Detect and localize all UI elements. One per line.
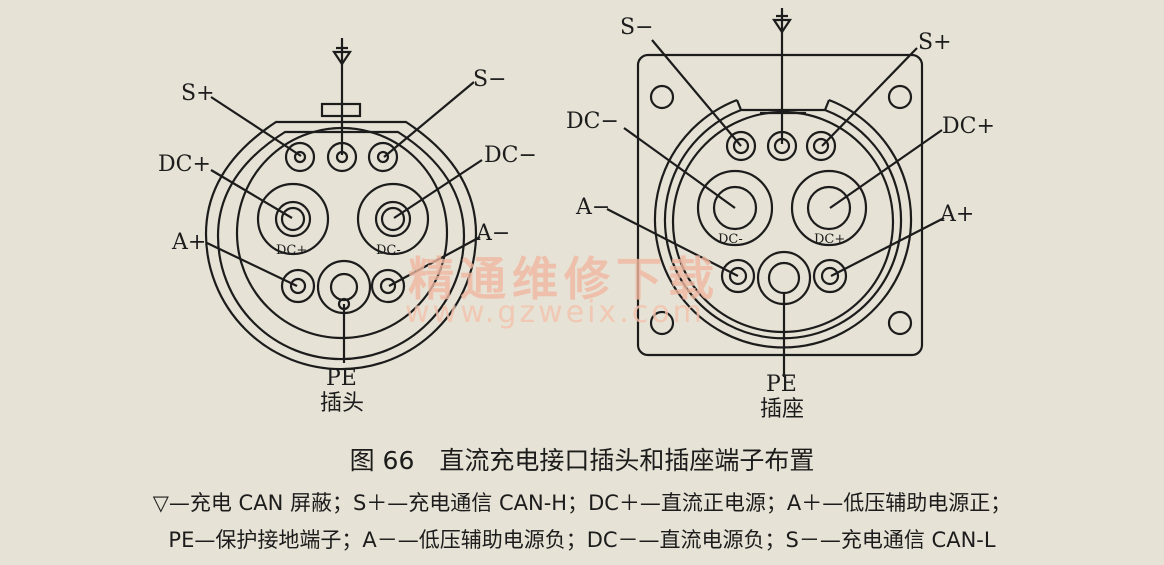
shield-ground-symbol bbox=[771, 8, 793, 144]
plug-pin-s-plus bbox=[284, 141, 316, 173]
plug-label-s-plus: S+ bbox=[181, 81, 215, 106]
plug-pin-a-plus bbox=[280, 268, 316, 304]
socket-label-s-plus: S+ bbox=[918, 30, 952, 55]
plug-inner-shell bbox=[216, 130, 466, 361]
socket-mount-hole bbox=[887, 310, 913, 336]
plug-pin-s-minus bbox=[367, 141, 399, 173]
plug-pin-a-minus bbox=[370, 268, 406, 304]
watermark-text: 精通维修下载 bbox=[408, 252, 720, 306]
socket-label-a-minus: A− bbox=[575, 195, 610, 220]
socket-flange bbox=[636, 53, 924, 357]
socket-pin-s-plus bbox=[805, 130, 837, 162]
socket-label-dc-plus: DC+ bbox=[942, 114, 995, 139]
socket-label-s-minus: S− bbox=[620, 15, 654, 40]
legend-line-1: ▽—充电 CAN 屏蔽；S＋—充电通信 CAN-H；DC＋—直流正电源；A＋—低… bbox=[152, 491, 1012, 515]
socket-name: 插座 bbox=[760, 397, 804, 422]
socket-mount-hole bbox=[649, 310, 675, 336]
socket-pin-label-dc-plus: DC+ bbox=[814, 232, 845, 247]
plug-label-s-minus: S− bbox=[473, 67, 507, 92]
plug-label-pe: PE bbox=[326, 366, 357, 391]
socket-pin-label-dc-minus: DC- bbox=[718, 232, 743, 247]
socket-mount-hole bbox=[649, 84, 675, 110]
socket-label-a-plus: A+ bbox=[939, 202, 974, 227]
shield-ground-symbol bbox=[331, 38, 353, 155]
plug-label-a-minus: A− bbox=[475, 221, 510, 246]
plug-drawing bbox=[204, 38, 483, 371]
socket-pin-dc-plus bbox=[790, 169, 868, 247]
plug-label-dc-plus: DC+ bbox=[158, 152, 211, 177]
plug-label-a-plus: A+ bbox=[171, 230, 206, 255]
socket-pin-a-minus bbox=[720, 258, 756, 294]
watermark-url: www.gzweix.com bbox=[405, 295, 705, 330]
plug-pin-label-dc-plus: DC+ bbox=[276, 243, 307, 258]
socket-pin-a-plus bbox=[812, 258, 848, 294]
socket-pin-s-minus bbox=[725, 130, 757, 162]
connector-diagram: S+ S− DC+ DC− A+ A− DC+ DC- PE 插头 S− S+ … bbox=[158, 8, 995, 422]
plug-label-dc-minus: DC− bbox=[484, 143, 537, 168]
socket-pin-dc-minus bbox=[696, 169, 774, 247]
socket-drawing bbox=[606, 8, 945, 377]
figure-caption: 图 66 直流充电接口插头和插座端子布置 bbox=[349, 446, 815, 475]
plug-pin-dc-plus bbox=[256, 182, 330, 256]
plug-outer-shell bbox=[204, 120, 478, 371]
legend-line-2: PE—保护接地端子；A－—低压辅助电源负；DC－—直流电源负；S－—充电通信 C… bbox=[168, 528, 996, 552]
socket-mount-hole bbox=[887, 84, 913, 110]
socket-label-pe: PE bbox=[766, 372, 797, 397]
plug-pin-dc-minus bbox=[356, 182, 430, 256]
socket-label-dc-minus: DC− bbox=[566, 109, 619, 134]
plug-pin-label-dc-minus: DC- bbox=[376, 243, 401, 258]
plug-name: 插头 bbox=[320, 391, 364, 416]
